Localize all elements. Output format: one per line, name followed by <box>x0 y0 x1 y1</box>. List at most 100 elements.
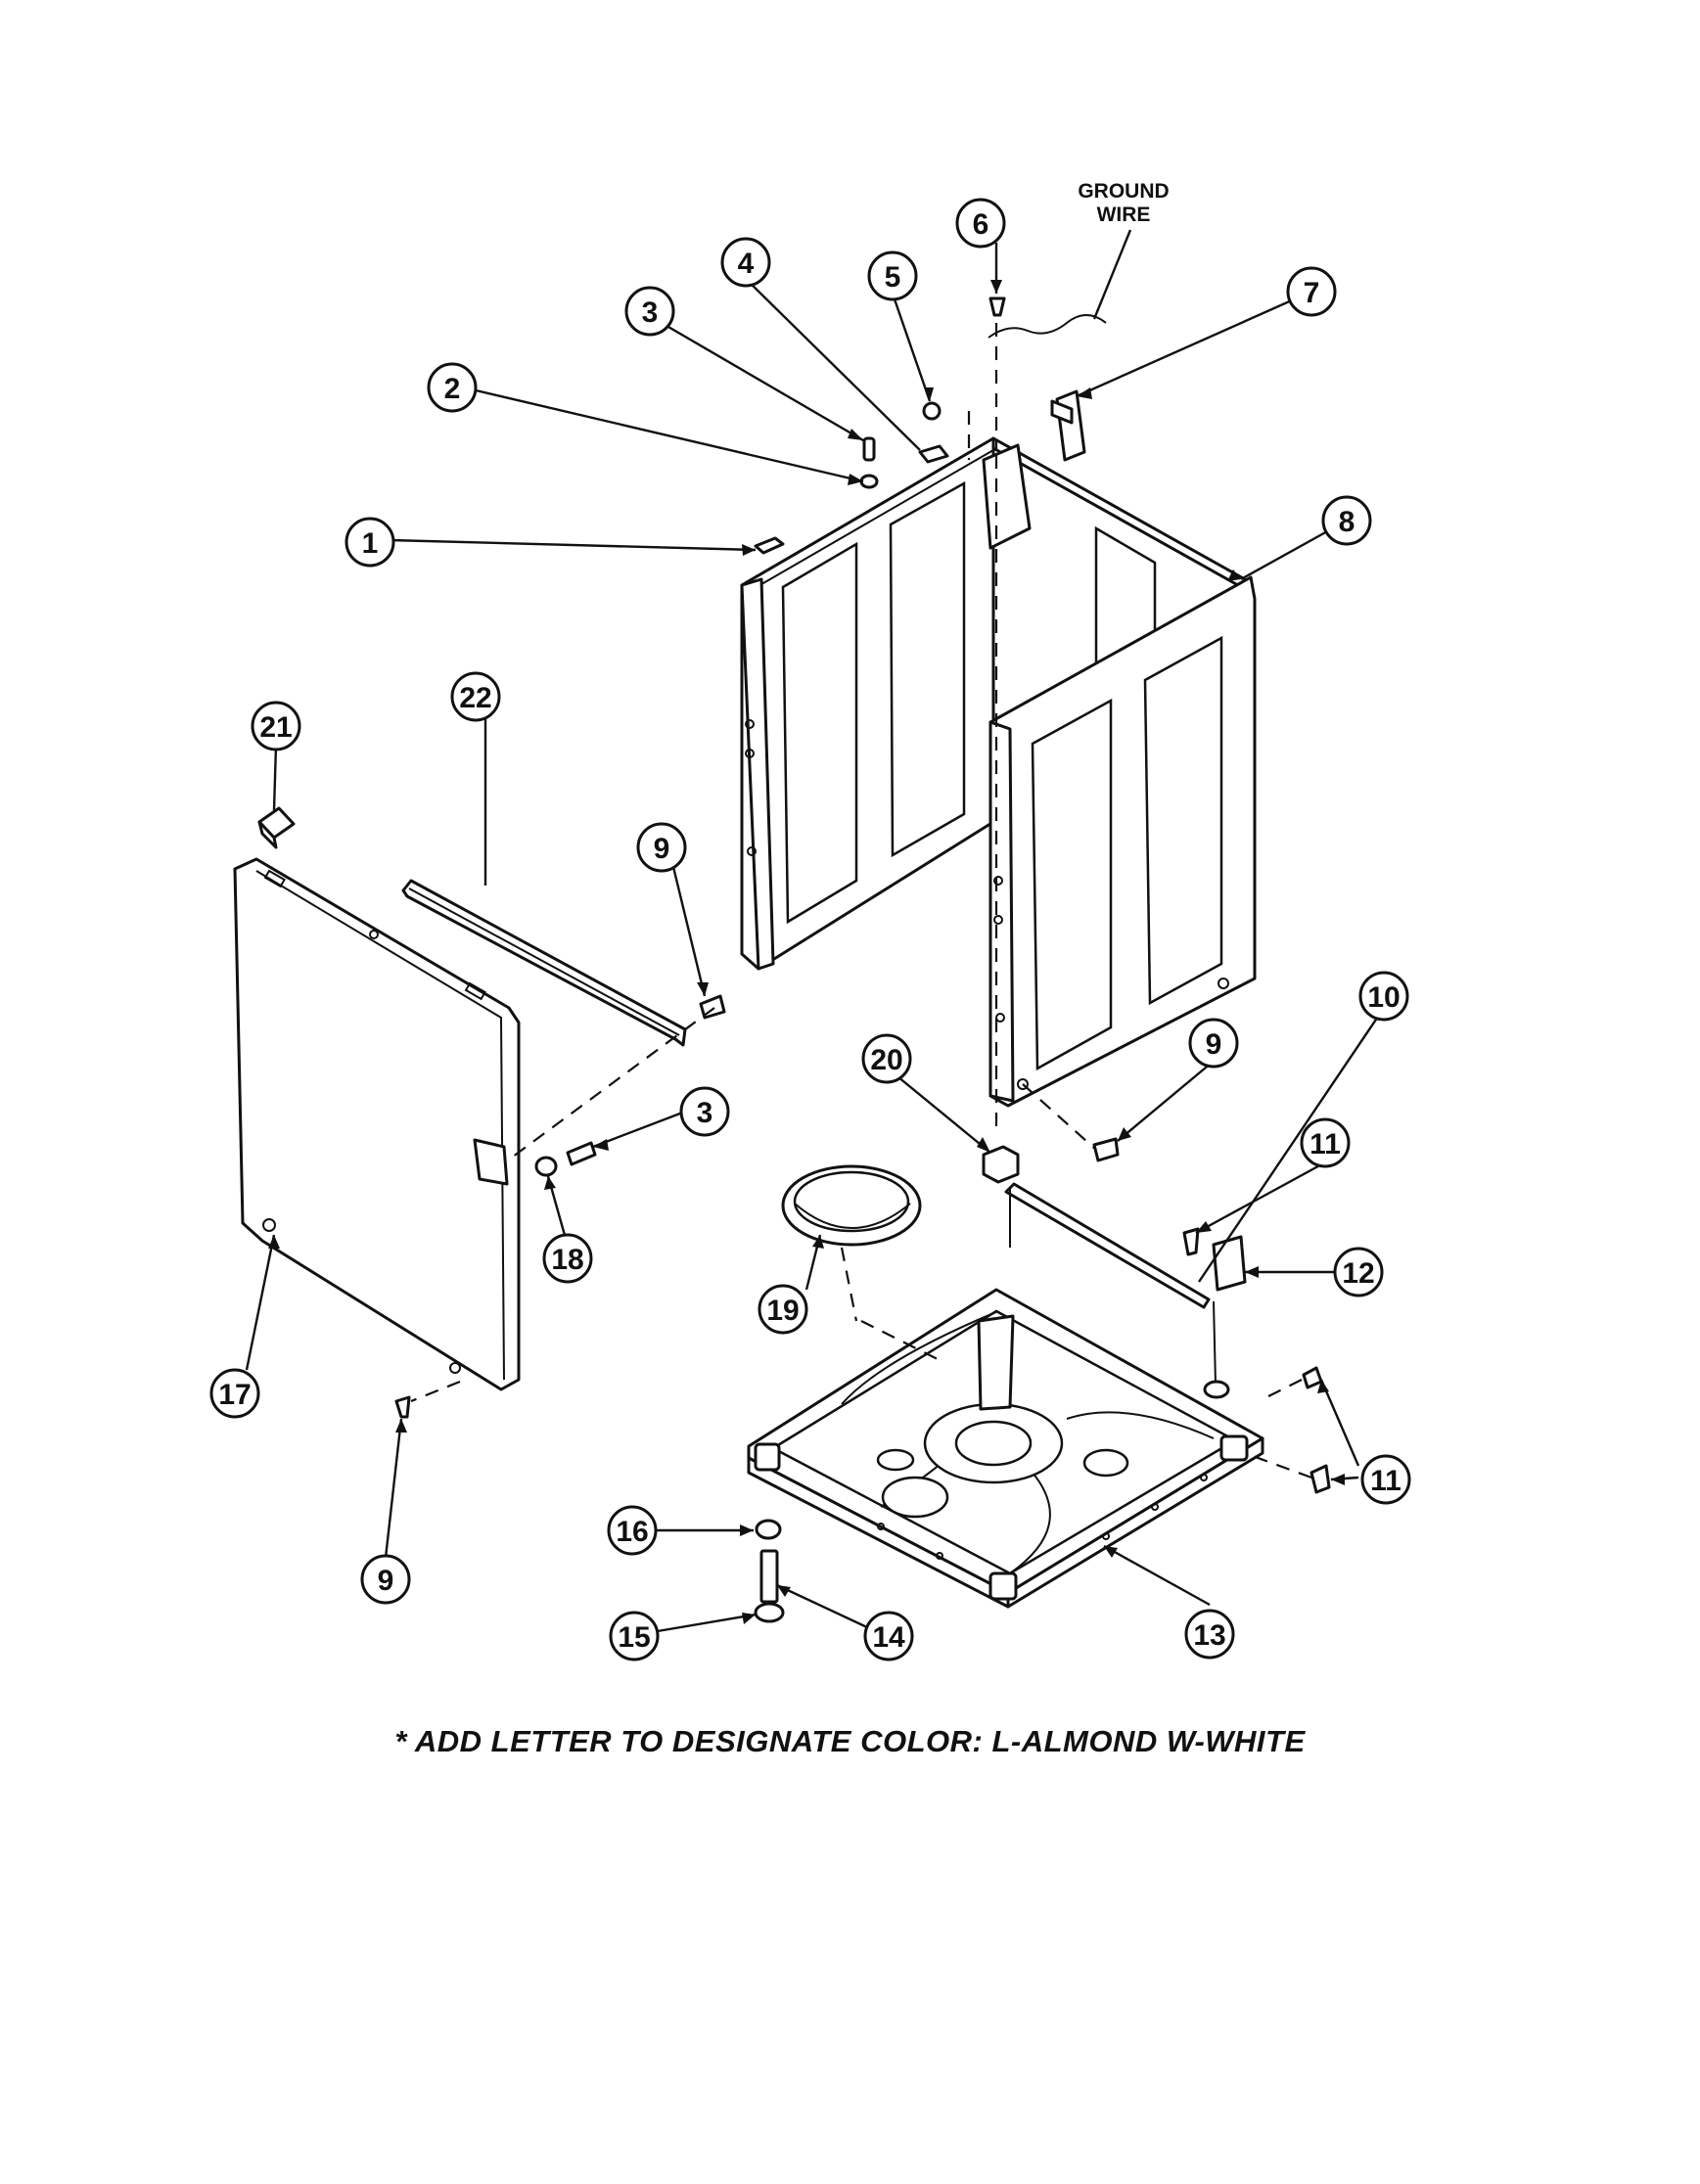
clip-1 <box>754 536 785 555</box>
callout-number: 19 <box>766 1295 799 1327</box>
bracket-20 <box>982 1145 1020 1184</box>
callout-number: 9 <box>378 1565 394 1597</box>
callout-c11a: 11 <box>1300 1117 1351 1168</box>
callout-circle <box>345 517 395 568</box>
callout-circle <box>624 286 675 337</box>
callout-c15: 15 <box>609 1611 660 1661</box>
callout-number: 9 <box>654 833 670 865</box>
callout-number: 15 <box>618 1621 650 1654</box>
tie-rod <box>1004 1182 1230 1399</box>
callout-circle <box>360 1554 411 1605</box>
callout-number: 20 <box>870 1044 902 1076</box>
washer-18 <box>534 1156 558 1177</box>
callout-c9b: 9 <box>1188 1018 1239 1069</box>
callout-c7: 7 <box>1286 266 1337 317</box>
callout-number: 6 <box>973 208 989 241</box>
clip-4 <box>918 444 949 464</box>
screw-11-right-b <box>1309 1464 1331 1494</box>
callout-c2: 2 <box>427 362 478 413</box>
callout-c17: 17 <box>209 1368 260 1419</box>
callout-number: 1 <box>362 527 379 560</box>
arrowheads <box>268 280 1345 1624</box>
screw-11-right-a <box>1302 1366 1323 1389</box>
callout-circle <box>867 250 918 301</box>
callout-circle <box>542 1233 593 1284</box>
ground-wire <box>988 314 1107 339</box>
top-brace <box>401 879 687 1047</box>
callout-c4: 4 <box>720 237 771 288</box>
washer-2 <box>859 474 879 489</box>
callout-c14: 14 <box>863 1611 914 1661</box>
callout-circle <box>1188 1018 1239 1069</box>
callout-c18: 18 <box>542 1233 593 1284</box>
screw-5 <box>922 401 942 421</box>
screw-11-top <box>1182 1227 1200 1256</box>
callout-c20: 20 <box>861 1033 912 1084</box>
panel-clip <box>257 806 296 849</box>
callout-c10: 10 <box>1358 971 1409 1022</box>
callout-number: 18 <box>551 1244 583 1276</box>
callout-c13: 13 <box>1184 1609 1235 1660</box>
callout-number: 2 <box>444 373 461 405</box>
callout-number: 16 <box>616 1516 648 1548</box>
callout-number: 17 <box>218 1379 251 1411</box>
callout-circle <box>209 1368 260 1419</box>
base-frame <box>747 1288 1264 1609</box>
front-panel <box>233 857 521 1391</box>
callout-number: 4 <box>738 248 755 280</box>
callout-circle <box>758 1284 808 1335</box>
callout-number: 12 <box>1342 1257 1374 1290</box>
callout-number: 3 <box>642 296 659 329</box>
callout-circle <box>609 1611 660 1661</box>
screw-9-left <box>699 994 726 1020</box>
callout-circle <box>251 701 301 751</box>
screw-9-right <box>1092 1137 1120 1162</box>
callout-c8: 8 <box>1321 495 1372 546</box>
bracket-7 <box>1050 389 1086 462</box>
callout-c9a: 9 <box>636 822 687 873</box>
callout-c6: 6 <box>955 198 1006 249</box>
callout-circle <box>427 362 478 413</box>
callout-number: 9 <box>1206 1028 1222 1061</box>
callout-circle <box>1286 266 1337 317</box>
screw-6 <box>988 296 1006 317</box>
callout-number: 11 <box>1370 1465 1401 1497</box>
callout-circle <box>1184 1609 1235 1660</box>
callout-c16: 16 <box>607 1505 658 1556</box>
callout-circle <box>720 237 771 288</box>
callout-circle <box>1333 1247 1384 1297</box>
callout-circle <box>1358 971 1409 1022</box>
callout-circle <box>450 671 501 722</box>
callout-circle <box>955 198 1006 249</box>
callout-circle <box>1300 1117 1351 1168</box>
callout-number: 8 <box>1339 506 1355 538</box>
color-designation-note: * ADD LETTER TO DESIGNATE COLOR: L-ALMON… <box>394 1724 1306 1758</box>
screw-3-bottom <box>566 1141 597 1166</box>
callout-c5: 5 <box>867 250 918 301</box>
callout-number: 3 <box>697 1097 713 1129</box>
leveling-leg <box>754 1519 785 1623</box>
callout-circle <box>607 1505 658 1556</box>
screw-3-top <box>862 436 876 462</box>
callout-number: 22 <box>459 682 491 714</box>
callout-c9c: 9 <box>360 1554 411 1605</box>
callout-circle <box>863 1611 914 1661</box>
callout-c19: 19 <box>758 1284 808 1335</box>
callout-c21: 21 <box>251 701 301 751</box>
callout-number: 10 <box>1367 981 1400 1014</box>
callout-number: 13 <box>1193 1619 1225 1652</box>
callout-c3a: 3 <box>624 286 675 337</box>
callout-number: 5 <box>885 261 901 294</box>
ground-wire-label-line1: GROUND <box>1078 180 1169 203</box>
callout-circle <box>1321 495 1372 546</box>
callout-c22: 22 <box>450 671 501 722</box>
callout-circle <box>636 822 687 873</box>
callout-circle <box>679 1086 730 1137</box>
cabinet-side-panels <box>740 436 1257 1108</box>
callout-number: 11 <box>1309 1128 1341 1160</box>
tub-ring <box>781 1164 922 1247</box>
screw-9-bottom <box>394 1395 411 1419</box>
